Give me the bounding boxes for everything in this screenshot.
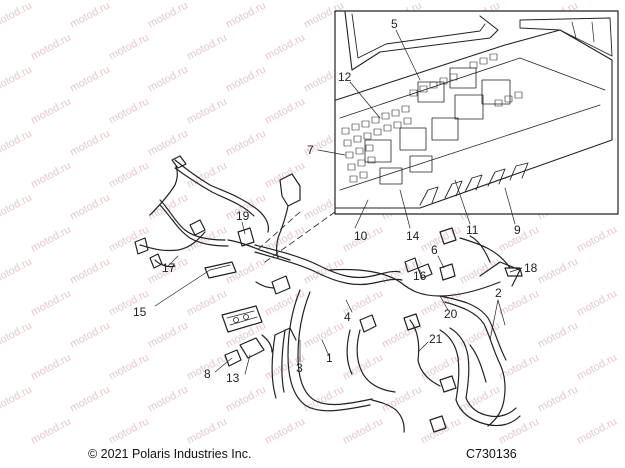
callout-19: 19 (236, 209, 250, 223)
callout-15: 15 (133, 305, 147, 319)
diagram-code: C730136 (466, 447, 517, 461)
callout-7: 7 (307, 143, 314, 157)
callout-6: 6 (431, 243, 438, 257)
callout-3: 3 (296, 361, 303, 375)
callout-10: 10 (354, 229, 368, 243)
callout-9: 9 (514, 223, 521, 237)
callout-13: 13 (226, 371, 240, 385)
callout-2: 2 (495, 286, 502, 300)
callout-11: 11 (466, 223, 479, 237)
callout-16: 16 (413, 269, 427, 283)
callout-14: 14 (406, 229, 420, 243)
callout-21: 21 (429, 332, 443, 346)
callout-5: 5 (391, 17, 398, 31)
copyright-text: © 2021 Polaris Industries Inc. (88, 447, 252, 461)
callout-1: 1 (326, 351, 333, 365)
main-harness (134, 155, 523, 433)
fuse-box-inset (334, 10, 619, 215)
callout-8: 8 (204, 367, 211, 381)
callout-18: 18 (524, 261, 538, 275)
callout-17: 17 (162, 261, 176, 275)
leader-lines (154, 29, 523, 375)
callout-20: 20 (444, 307, 458, 321)
callout-4: 4 (344, 310, 351, 324)
callout-12: 12 (338, 70, 352, 84)
